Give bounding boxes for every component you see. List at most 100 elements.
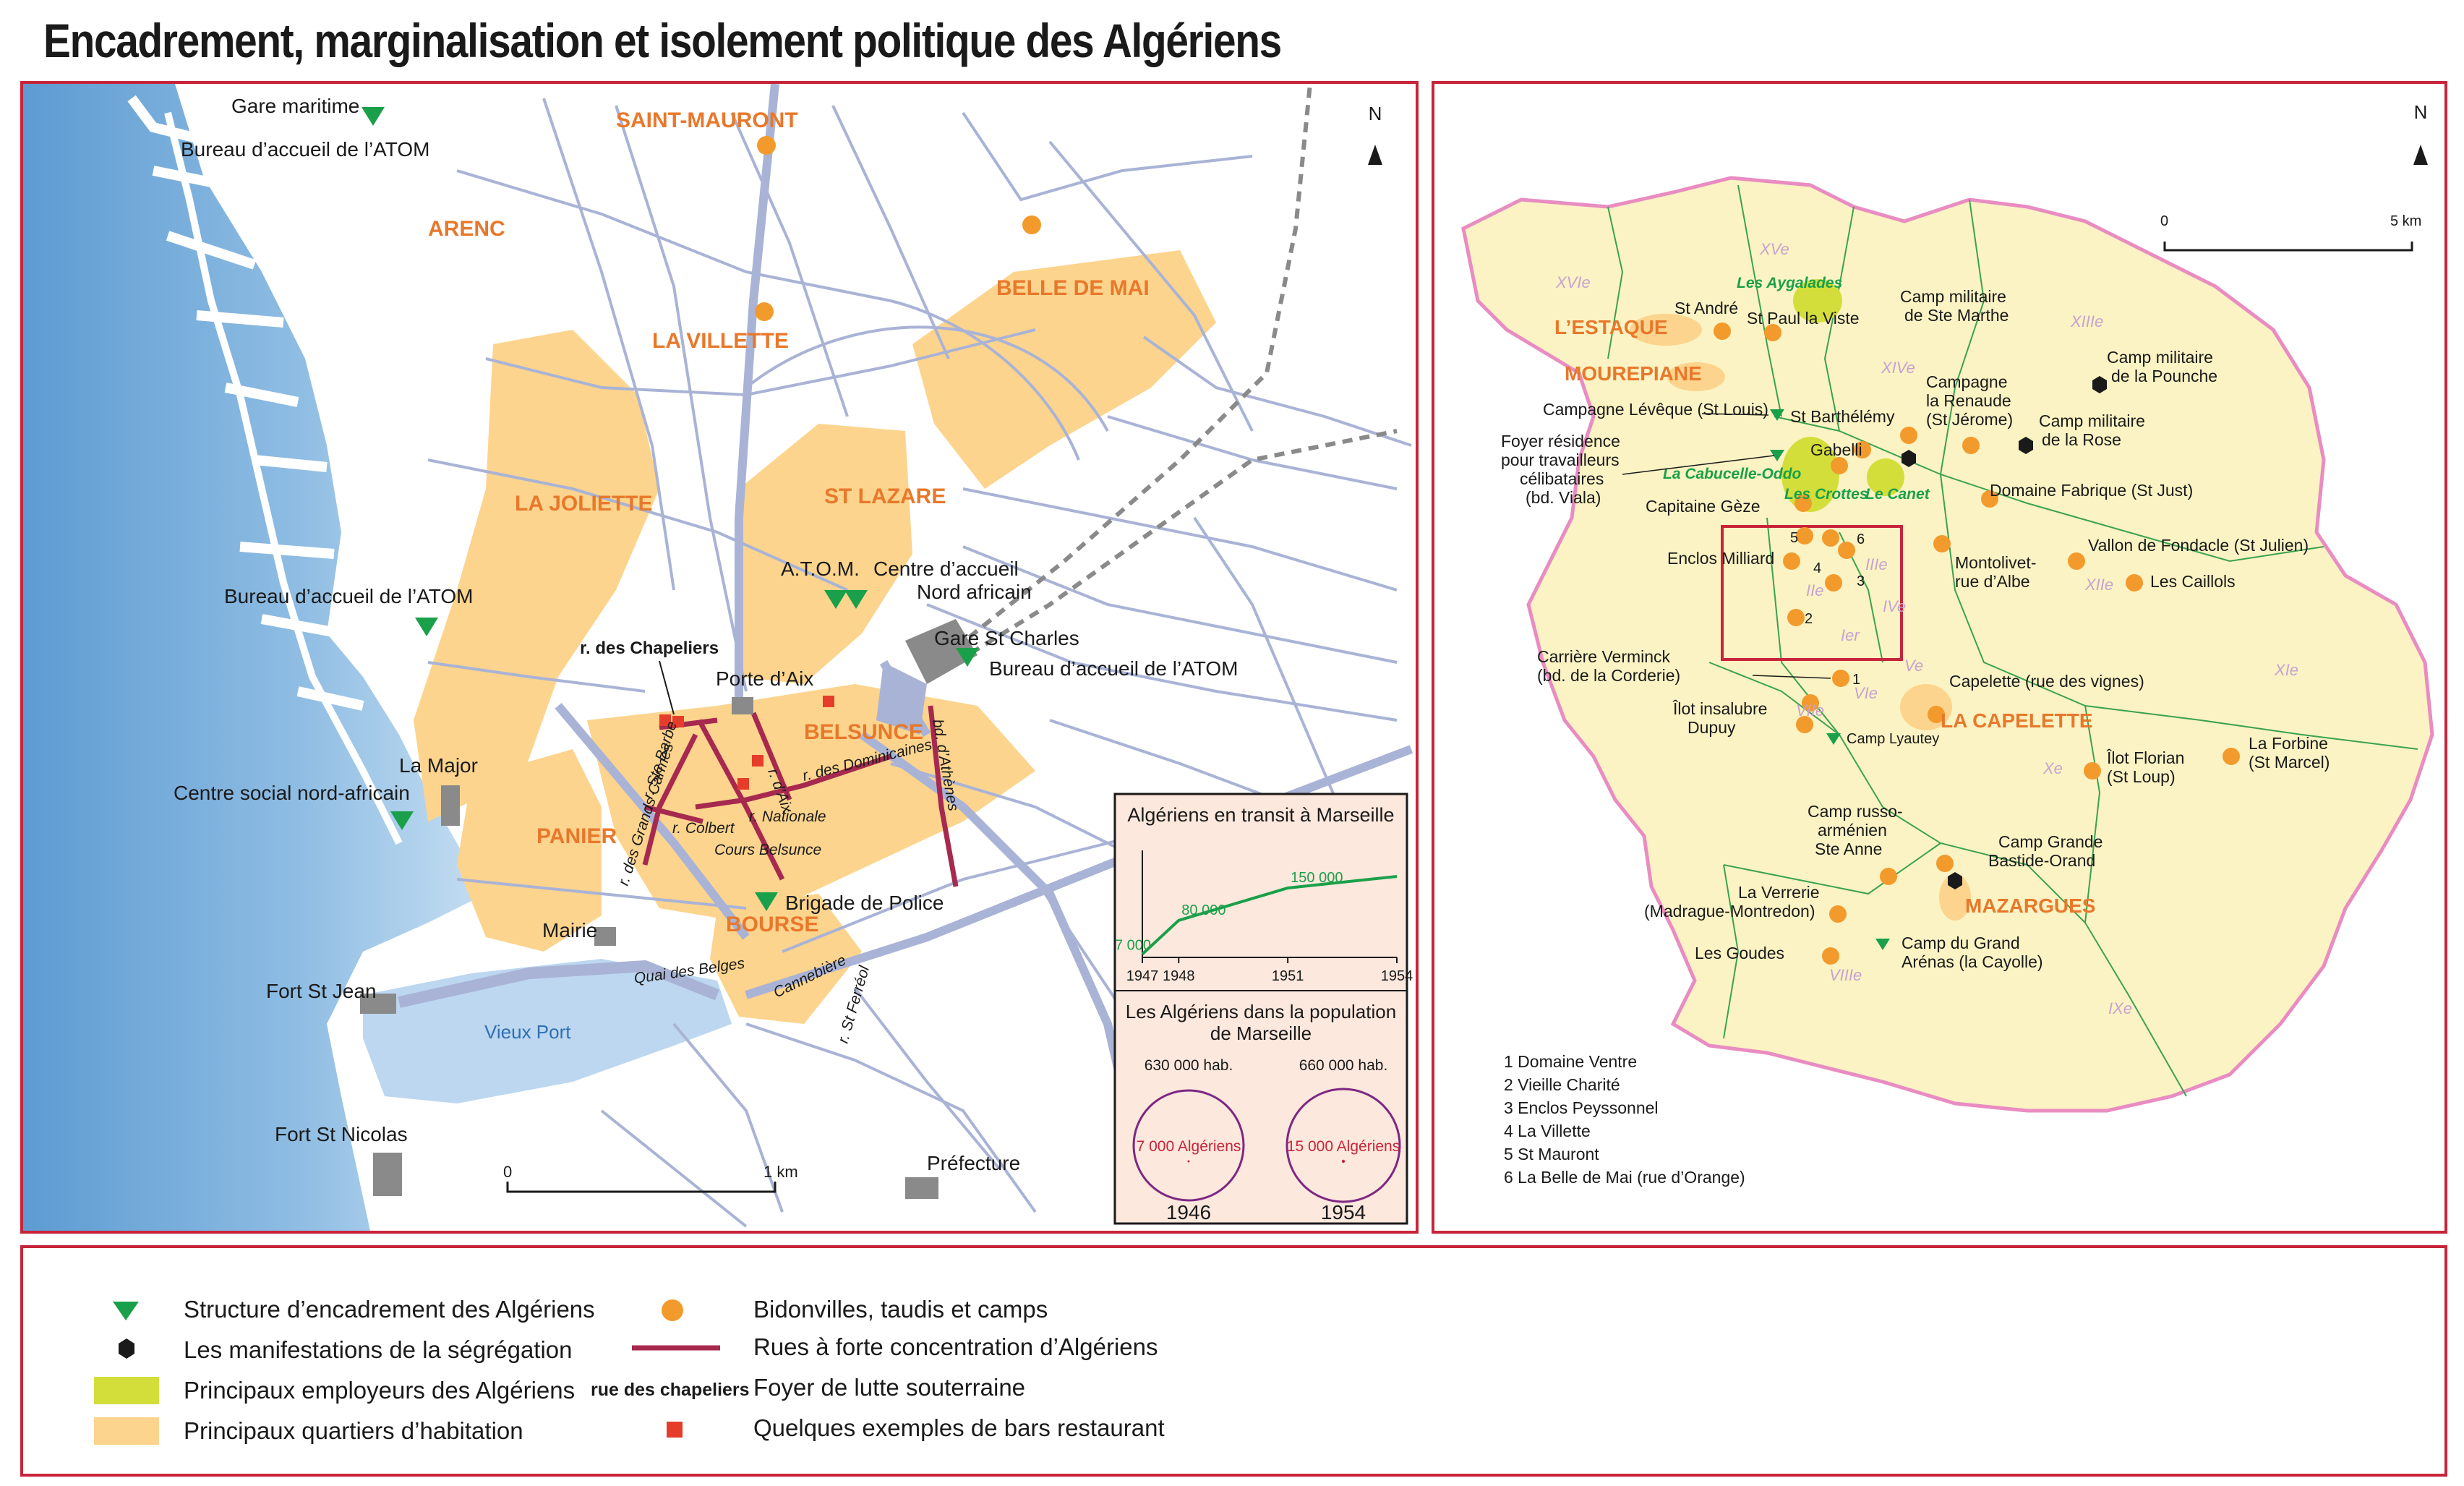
pop-1946-total: 630 000 hab. — [1145, 1057, 1233, 1074]
label-porte-aix: Porte d’Aix — [716, 667, 813, 690]
commune-bidonvilles — [1714, 323, 2240, 965]
central-marseille-map: N SAINT-MAURONT ARENC BELLE DE MAI LA VI… — [20, 81, 1419, 1234]
quarter-st-lazare — [739, 424, 912, 684]
place-ilot-dupuy-2: Dupuy — [1687, 718, 1736, 737]
legend-employers-label: Principaux employeurs des Algériens — [184, 1377, 576, 1404]
pop-1954-algeriens: 15 000 Algériens — [1287, 1138, 1400, 1155]
district-belsunce: BELSUNCE — [804, 720, 923, 744]
alg-1946-dot — [1187, 1160, 1190, 1163]
street-colbert: r. Colbert — [672, 820, 735, 837]
district-mourepiane: MOUREPIANE — [1565, 362, 1702, 385]
district-st-lazare: ST LAZARE — [824, 484, 946, 508]
label-centre-accueil: Centre d’accueil — [873, 558, 1019, 580]
employer-cabucelle-label: La Cabucelle-Oddo — [1663, 466, 1802, 482]
arr-14: XIVe — [1881, 359, 1915, 377]
place-goudes: Les Goudes — [1695, 944, 1784, 962]
place-montolivet-2: rue d’Albe — [1955, 572, 2030, 591]
place-st-barthelemy: St Barthélémy — [1790, 407, 1895, 426]
num-6: 6 — [1857, 531, 1865, 547]
chart-x-tick-label: 1947 — [1126, 968, 1159, 984]
scale-zero: 0 — [503, 1163, 512, 1181]
place-foyer-2: pour travailleurs — [1501, 451, 1620, 469]
list-1: 1 Domaine Ventre — [1504, 1052, 1637, 1071]
quarter-estaque — [1630, 314, 1702, 346]
num-1: 1 — [1852, 672, 1860, 688]
list-4: 4 La Villette — [1504, 1122, 1591, 1140]
chart-x-tick-label: 1948 — [1163, 968, 1195, 984]
sea — [23, 84, 486, 1231]
population-title-1: Les Algériens dans la population — [1126, 1001, 1396, 1022]
place-camp-pounche-1: Camp militaire — [2107, 348, 2213, 367]
arr-7: VIIe — [1796, 701, 1824, 719]
quarter-mazargues — [1939, 874, 1971, 921]
place-carriere-1: Carrière Verminck — [1537, 647, 1671, 666]
district-estaque: L’ESTAQUE — [1554, 316, 1668, 338]
commune-segregation-markers — [1902, 376, 2107, 889]
list-5: 5 St Mauront — [1504, 1145, 1599, 1163]
place-ilot-dupuy-1: Îlot insalubre — [1672, 699, 1767, 718]
commune-north-label: N — [2414, 101, 2428, 123]
commune-map-svg: N 0 5 km XVIe XVe XIVe XIIIe XIIe XIe Xe… — [1461, 101, 2434, 1187]
district-la-villette: LA VILLETTE — [652, 329, 789, 353]
commune-area — [1461, 176, 2434, 1113]
arr-13: XIIIe — [2070, 312, 2103, 330]
employer-canet-label: Le Canet — [1865, 486, 1930, 503]
page-title: Encadrement, marginalisation et isolemen… — [43, 14, 1282, 67]
place-capelette-vignes: Capelette (rue des vignes) — [1949, 672, 2144, 691]
place-foyer-3: célibataires — [1520, 469, 1604, 488]
commune-structure-markers — [1770, 409, 1890, 950]
habitation-quarters — [414, 250, 1216, 1024]
district-capelette: LA CAPELETTE — [1941, 709, 2093, 732]
place-camp-pounche-2: de la Pounche — [2111, 367, 2217, 385]
employer-crottes-label: Les Crottes — [1784, 486, 1868, 503]
label-bureau-atom-1: Bureau d’accueil de l’ATOM — [181, 138, 429, 161]
quarter-joliette — [414, 330, 659, 821]
arr-3: IIIe — [1865, 555, 1888, 573]
label-bureau-atom-2: Bureau d’accueil de l’ATOM — [224, 585, 473, 607]
place-foyer-4: (bd. Viala) — [1526, 488, 1601, 507]
chart-point-label: 150 000 — [1291, 870, 1343, 886]
place-grand-arenas-1: Camp du Grand — [1902, 934, 2020, 952]
legend-structure-icon — [113, 1302, 139, 1320]
street-nationale: r. Nationale — [749, 808, 826, 825]
label-la-major: La Major — [399, 754, 478, 777]
alg-1954-dot — [1341, 1159, 1346, 1163]
algerian-streets — [642, 705, 959, 887]
place-russo-2: arménien — [1818, 821, 1887, 840]
scale-bar — [506, 1182, 777, 1193]
quarter-belsunce — [587, 684, 1035, 923]
arr-16: XVIe — [1555, 273, 1591, 291]
place-verrerie-2: (Madrague-Montredon) — [1644, 902, 1815, 921]
place-caillols: Les Caillols — [2150, 572, 2236, 591]
place-st-paul: St Paul la Viste — [1747, 309, 1860, 328]
place-ilot-florian-1: Îlot Florian — [2106, 748, 2184, 767]
place-grande-bastide-1: Camp Grande — [1998, 832, 2102, 851]
street-cours-belsunce: Cours Belsunce — [714, 842, 821, 858]
breakwater — [164, 111, 403, 845]
district-mazargues: MAZARGUES — [1965, 894, 2095, 917]
population-title-2: de Marseille — [1210, 1022, 1312, 1044]
leader-lines — [1622, 413, 1831, 679]
arr-8: VIIIe — [1829, 966, 1862, 984]
label-vieux-port: Vieux Port — [484, 1021, 571, 1043]
place-camp-lyautey: Camp Lyautey — [1847, 731, 1939, 747]
num-2: 2 — [1805, 611, 1813, 627]
list-3: 3 Enclos Peyssonnel — [1504, 1098, 1659, 1117]
marseille-commune-map: N 0 5 km XVIe XVe XIVe XIIIe XIIe XIe Xe… — [1432, 81, 2447, 1234]
district-panier: PANIER — [536, 824, 617, 848]
commune-scale-end: 5 km — [2390, 213, 2421, 229]
district-arenc: ARENC — [428, 217, 505, 241]
place-foyer-1: Foyer résidence — [1501, 432, 1620, 451]
quarter-mourepiane — [1667, 362, 1725, 391]
place-capitaine-geze: Capitaine Gèze — [1646, 497, 1761, 516]
arr-11: XIe — [2274, 661, 2298, 679]
pop-1954-year: 1954 — [1321, 1201, 1366, 1224]
chart-x-tick-label: 1951 — [1272, 968, 1304, 984]
legend-foyer-label: Foyer de lutte souterraine — [753, 1374, 1026, 1401]
place-campagne-leveque: Campagne Lévêque (St Louis) — [1543, 400, 1768, 419]
arr-4: IVe — [1883, 597, 1906, 615]
chart-point-label: 7 000 — [1115, 938, 1151, 954]
arr-5: Ve — [1904, 657, 1923, 675]
place-domaine-fabrique: Domaine Fabrique (St Just) — [1990, 481, 2193, 500]
